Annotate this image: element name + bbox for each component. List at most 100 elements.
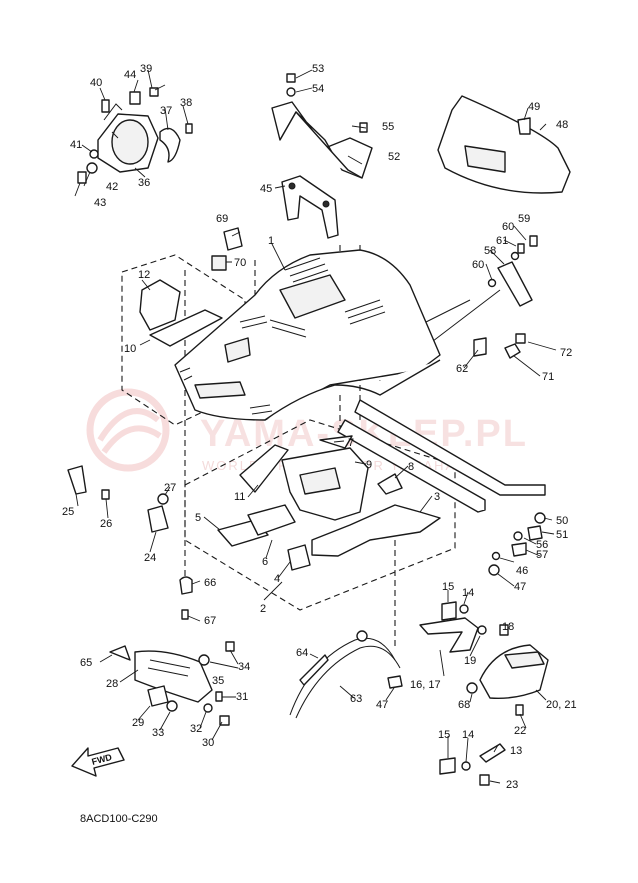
bolt-30 bbox=[219, 715, 230, 726]
hood-side-slots bbox=[239, 315, 268, 329]
cable-connector bbox=[356, 630, 368, 642]
callout-24: 24 bbox=[144, 552, 156, 564]
callout-15-lower: 15 bbox=[438, 729, 450, 741]
bolt-67 bbox=[181, 609, 189, 620]
callout-40: 40 bbox=[90, 77, 102, 89]
callout-16-17: 16, 17 bbox=[410, 679, 441, 691]
plate-9-window bbox=[299, 467, 341, 495]
callout-42: 42 bbox=[106, 181, 118, 193]
bolt-59 bbox=[529, 235, 538, 247]
callout-1: 1 bbox=[268, 235, 274, 247]
pad-70 bbox=[211, 255, 227, 271]
bolt-72 bbox=[515, 333, 526, 344]
callout-26: 26 bbox=[100, 518, 112, 530]
callout-34: 34 bbox=[238, 661, 250, 673]
callout-59: 59 bbox=[518, 213, 530, 225]
callout-35: 35 bbox=[212, 675, 224, 687]
bolt-38 bbox=[185, 123, 193, 134]
hood-assembly bbox=[174, 249, 441, 421]
fwd-arrow-icon bbox=[71, 747, 125, 777]
washer-19 bbox=[477, 625, 487, 635]
callout-2: 2 bbox=[260, 603, 266, 615]
cover-20-21 bbox=[439, 644, 549, 786]
callout-labels: 1 2 3 4 5 6 7 8 9 10 11 12 13 14 15 16, … bbox=[62, 63, 577, 791]
callout-15: 15 bbox=[442, 581, 454, 593]
hood-front-slots bbox=[249, 404, 273, 415]
callout-33: 33 bbox=[152, 727, 164, 739]
bracket-45 bbox=[281, 175, 339, 239]
cover-28 bbox=[134, 650, 213, 703]
nut-15-upper bbox=[441, 601, 457, 621]
callout-39: 39 bbox=[140, 63, 152, 75]
nut-71 bbox=[504, 343, 521, 359]
rails bbox=[337, 289, 546, 513]
cover-20-21-top bbox=[504, 651, 545, 669]
washer-14-lower bbox=[461, 761, 471, 771]
callout-48: 48 bbox=[556, 119, 568, 131]
bolt-53 bbox=[286, 73, 296, 83]
callout-19: 19 bbox=[464, 655, 476, 667]
cover-28-ribs bbox=[147, 659, 191, 677]
callout-52: 52 bbox=[388, 151, 400, 163]
callout-60-lower: 60 bbox=[472, 259, 484, 271]
pad-3 bbox=[311, 504, 441, 557]
pad-11 bbox=[239, 444, 289, 493]
hood-front-scoop bbox=[194, 381, 246, 399]
panel-48 bbox=[437, 95, 571, 194]
callout-47-lower: 47 bbox=[376, 699, 388, 711]
callout-66: 66 bbox=[204, 577, 216, 589]
cable-assembly bbox=[289, 551, 501, 719]
bolt-31 bbox=[215, 691, 223, 702]
bracket-16-17-shape bbox=[419, 617, 479, 653]
callout-28: 28 bbox=[106, 678, 118, 690]
rail-upper bbox=[354, 399, 546, 496]
cover-52-inner bbox=[279, 111, 363, 179]
bolt-61 bbox=[517, 243, 525, 254]
callout-5: 5 bbox=[195, 512, 201, 524]
diagram-code: 8ACD100-C290 bbox=[80, 813, 158, 825]
dash-group-2 bbox=[184, 419, 456, 611]
airbox-clip bbox=[103, 103, 123, 121]
bracket-45-shape bbox=[281, 175, 339, 239]
washer-35 bbox=[198, 654, 210, 666]
grommet-47-lower bbox=[387, 675, 403, 689]
bracket-45-bolt-a bbox=[288, 182, 296, 190]
nut-44 bbox=[129, 91, 141, 105]
grommet-51 bbox=[527, 525, 543, 541]
grommet-57 bbox=[511, 542, 527, 557]
pads-group-2 bbox=[217, 435, 441, 571]
bracket-25 bbox=[67, 465, 87, 495]
callout-56: 56 bbox=[536, 539, 548, 551]
callout-36: 36 bbox=[138, 177, 150, 189]
callout-32: 32 bbox=[190, 723, 202, 735]
callout-6: 6 bbox=[262, 556, 268, 568]
callout-22: 22 bbox=[514, 725, 526, 737]
callout-8: 8 bbox=[408, 461, 414, 473]
callout-37: 37 bbox=[160, 105, 172, 117]
bolt-34 bbox=[225, 641, 235, 652]
cable-63-a bbox=[289, 637, 396, 716]
callout-14: 14 bbox=[462, 587, 474, 599]
fwd-arrow[interactable]: FWD bbox=[71, 747, 125, 777]
callout-14-lower: 14 bbox=[462, 729, 474, 741]
callout-4: 4 bbox=[274, 573, 280, 585]
hood-center-window bbox=[279, 274, 346, 319]
hood-body bbox=[174, 249, 441, 421]
hood-side-vent bbox=[224, 337, 251, 363]
watermark-logo-ring bbox=[86, 388, 170, 472]
pad-29 bbox=[147, 685, 169, 707]
cable-63-b bbox=[295, 645, 401, 719]
callout-45: 45 bbox=[260, 183, 272, 195]
callout-53: 53 bbox=[312, 63, 324, 75]
callout-20-21: 20, 21 bbox=[546, 699, 577, 711]
callout-51: 51 bbox=[556, 529, 568, 541]
callout-70: 70 bbox=[234, 257, 246, 269]
callout-11: 11 bbox=[234, 491, 245, 503]
callout-50: 50 bbox=[556, 515, 568, 527]
callout-3: 3 bbox=[434, 491, 440, 503]
nut-15-lower bbox=[439, 757, 456, 775]
pad-6 bbox=[247, 504, 296, 536]
callout-55: 55 bbox=[382, 121, 394, 133]
parts-right-lower bbox=[511, 512, 546, 557]
bolt-23 bbox=[479, 774, 490, 786]
